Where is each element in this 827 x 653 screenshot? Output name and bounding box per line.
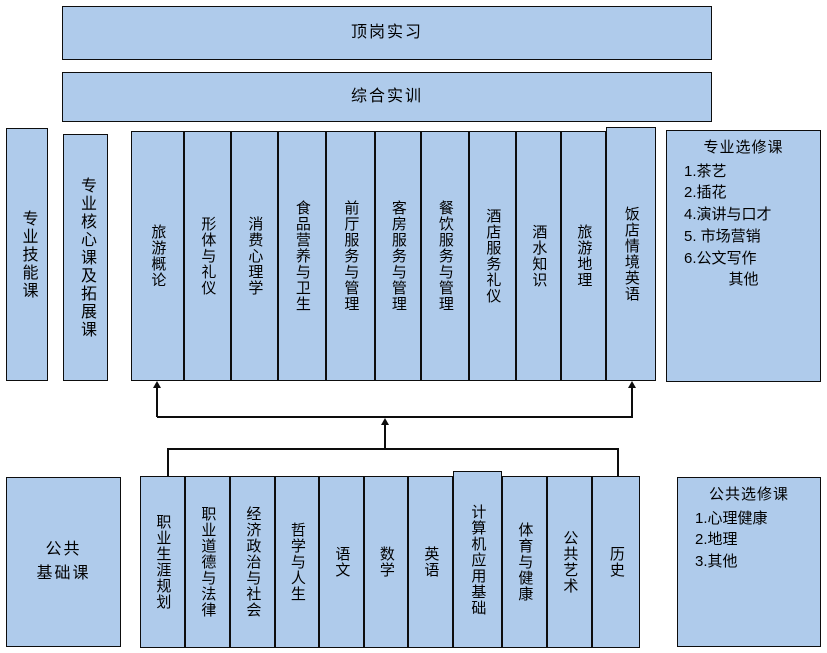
basic-course-label: 语文: [333, 546, 351, 578]
basic-course-column: 英语: [408, 476, 453, 648]
core-course-column: 旅游概论: [131, 131, 184, 381]
core-course-label: 食品营养与卫生: [293, 200, 311, 312]
major-elective-item: 4.演讲与口才: [684, 206, 772, 224]
core-course-column: 前厅服务与管理: [326, 131, 375, 381]
core-course-column: 形体与礼仪: [184, 131, 231, 381]
basic-course-column: 哲学与人生: [275, 476, 319, 648]
basic-course-label: 数学: [377, 546, 395, 578]
category-label-line2: 基础课: [36, 565, 91, 582]
core-course-label: 酒水知识: [530, 224, 548, 288]
core-course-column: 食品营养与卫生: [278, 131, 326, 381]
basic-course-label: 哲学与人生: [288, 522, 306, 602]
core-course-label: 前厅服务与管理: [342, 200, 360, 312]
major-elective-item: 5. 市场营销: [684, 227, 761, 245]
connector-arrow-up-right: [627, 381, 636, 388]
category-label-line1: 公共: [45, 541, 82, 558]
core-course-label: 形体与礼仪: [199, 216, 217, 296]
core-course-label: 消费心理学: [246, 216, 264, 296]
core-course-column: 酒水知识: [516, 131, 561, 381]
connector-bracket-upper-right-stem: [631, 388, 633, 417]
major-elective-item: 2.插花: [684, 184, 727, 202]
major-elective-box: 专业选修课 1.茶艺 2.插花 4.演讲与口才 5. 市场营销 6.公文写作 其…: [666, 130, 821, 382]
major-elective-item: 1.茶艺: [684, 162, 727, 180]
public-elective-item: 2.地理: [695, 531, 738, 549]
core-course-label: 酒店服务礼仪: [484, 208, 502, 304]
basic-course-label: 英语: [422, 546, 440, 578]
basic-course-column: 体育与健康: [502, 476, 547, 648]
basic-course-column: 语文: [319, 476, 364, 648]
basic-course-label: 经济政治与社会: [244, 506, 262, 618]
connector-bracket-upper-horizontal: [157, 416, 633, 418]
basic-course-column: 职业生涯规划: [140, 476, 185, 648]
core-course-column: 饭店情境英语: [606, 127, 656, 381]
basic-course-column: 计算机应用基础: [453, 471, 502, 648]
core-course-label: 饭店情境英语: [622, 206, 640, 302]
core-course-label: 旅游地理: [575, 224, 593, 288]
category-label-skill-courses: 专业技能课: [6, 128, 48, 381]
major-elective-title: 专业选修课: [703, 139, 784, 156]
core-course-label: 旅游概论: [149, 224, 167, 288]
basic-course-column: 历史: [592, 476, 640, 648]
connector-center-stem: [384, 425, 386, 449]
connector-arrow-up-center: [380, 418, 389, 425]
banner-top-internship: 顶岗实习: [62, 6, 712, 60]
basic-course-label: 体育与健康: [516, 522, 534, 602]
basic-course-column: 公共艺术: [547, 476, 592, 648]
core-course-column: 旅游地理: [561, 131, 606, 381]
banner-comprehensive-training: 综合实训: [62, 72, 712, 122]
category-label-text: 专业核心课及拓展课: [77, 176, 95, 339]
public-elective-item: 3.其他: [695, 553, 738, 571]
core-course-label: 餐饮服务与管理: [436, 200, 454, 312]
core-course-column: 消费心理学: [231, 131, 278, 381]
basic-course-column: 经济政治与社会: [230, 476, 275, 648]
category-label-public-basic-courses: 公共 基础课: [6, 477, 121, 647]
category-label-core-courses: 专业核心课及拓展课: [63, 134, 108, 381]
public-elective-item: 1.心理健康: [695, 509, 768, 527]
basic-course-label: 公共艺术: [561, 530, 579, 594]
banner-label: 综合实训: [350, 87, 423, 105]
connector-bracket-lower-left-stem: [167, 448, 169, 476]
major-elective-extra: 其他: [728, 271, 759, 289]
public-elective-box: 公共选修课 1.心理健康 2.地理 3.其他: [677, 477, 821, 647]
connector-bracket-lower-right-stem: [617, 448, 619, 476]
basic-course-label: 职业道德与法律: [199, 506, 217, 618]
connector-bracket-upper-left-stem: [156, 388, 158, 417]
basic-course-label: 历史: [607, 546, 625, 578]
banner-label: 顶岗实习: [350, 23, 423, 41]
core-course-label: 客房服务与管理: [389, 200, 407, 312]
basic-course-label: 职业生涯规划: [154, 514, 172, 610]
core-course-column: 客房服务与管理: [375, 131, 421, 381]
core-course-column: 餐饮服务与管理: [421, 131, 469, 381]
connector-arrow-up-left: [152, 381, 161, 388]
basic-course-column: 职业道德与法律: [185, 476, 230, 648]
public-elective-title: 公共选修课: [708, 486, 789, 503]
core-course-column: 酒店服务礼仪: [469, 131, 516, 381]
major-elective-item: 6.公文写作: [684, 249, 757, 267]
basic-course-label: 计算机应用基础: [469, 503, 487, 616]
basic-course-column: 数学: [364, 476, 408, 648]
connector-bracket-lower-horizontal: [167, 448, 619, 450]
category-label-text: 专业技能课: [19, 209, 37, 300]
